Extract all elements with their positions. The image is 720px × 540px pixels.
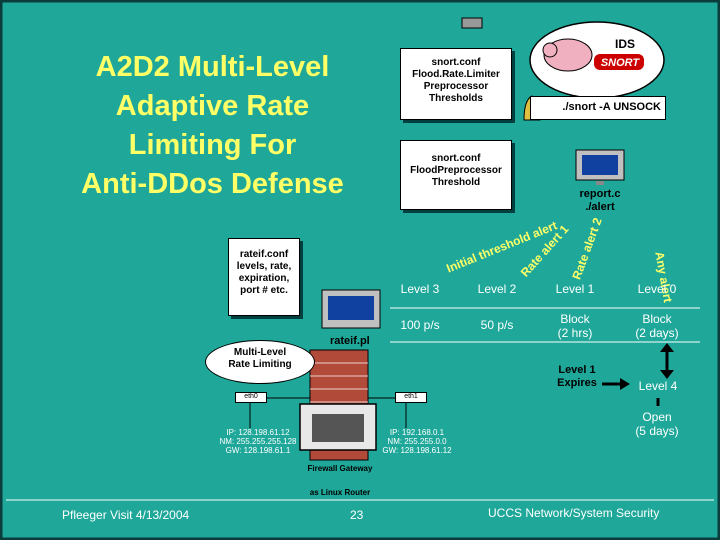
table-header-level-0: Level 0 bbox=[637, 282, 677, 296]
level-4-label: Level 4 bbox=[638, 379, 678, 393]
snort-logo-text: SNORT bbox=[600, 57, 640, 69]
eth0-box: eth0 bbox=[235, 392, 267, 403]
eth1-box: eth1 bbox=[395, 392, 427, 403]
footer-right: UCCS Network/System Security bbox=[488, 506, 660, 520]
note-rateif-conf: rateif.conf levels, rate, expiration, po… bbox=[228, 238, 300, 316]
linux-router-label: as Linux Router bbox=[309, 488, 371, 497]
table-cell-level-2: 50 p/s bbox=[480, 318, 514, 332]
note-snort-conf-rate-limiter: snort.conf Flood.Rate.Limiter Preprocess… bbox=[400, 48, 512, 120]
snort-command: ./snort -A UNSOCK bbox=[530, 96, 666, 120]
slide-title: A2D2 Multi-Level Adaptive Rate Limiting … bbox=[81, 51, 344, 200]
table-header-level-1: Level 1 bbox=[555, 282, 595, 296]
table-cell-level-1: Block(2 hrs) bbox=[557, 312, 593, 340]
rate-alert-2-label: Rate alert 2 bbox=[569, 215, 605, 282]
table-cell-level-3: 100 p/s bbox=[400, 318, 440, 332]
rateif-pl-label: rateif.pl bbox=[330, 335, 370, 347]
table-header-level-3: Level 3 bbox=[400, 282, 440, 296]
ids-label: IDS bbox=[615, 37, 636, 51]
open-label: Open(5 days) bbox=[635, 410, 679, 438]
report-c-label: report.c./alert bbox=[579, 188, 621, 213]
table-header-level-2: Level 2 bbox=[477, 282, 517, 296]
multi-level-rate-limiting: Multi-Level Rate Limiting bbox=[205, 340, 315, 384]
table-cell-level-0: Block(2 days) bbox=[635, 312, 679, 340]
footer-left: Pfleeger Visit 4/13/2004 bbox=[62, 508, 190, 522]
page-number: 23 bbox=[350, 508, 364, 522]
note-snort-conf-preprocessor: snort.conf FloodPreprocessor Threshold bbox=[400, 140, 512, 210]
firewall-gateway-label: Firewall Gateway bbox=[307, 464, 373, 473]
